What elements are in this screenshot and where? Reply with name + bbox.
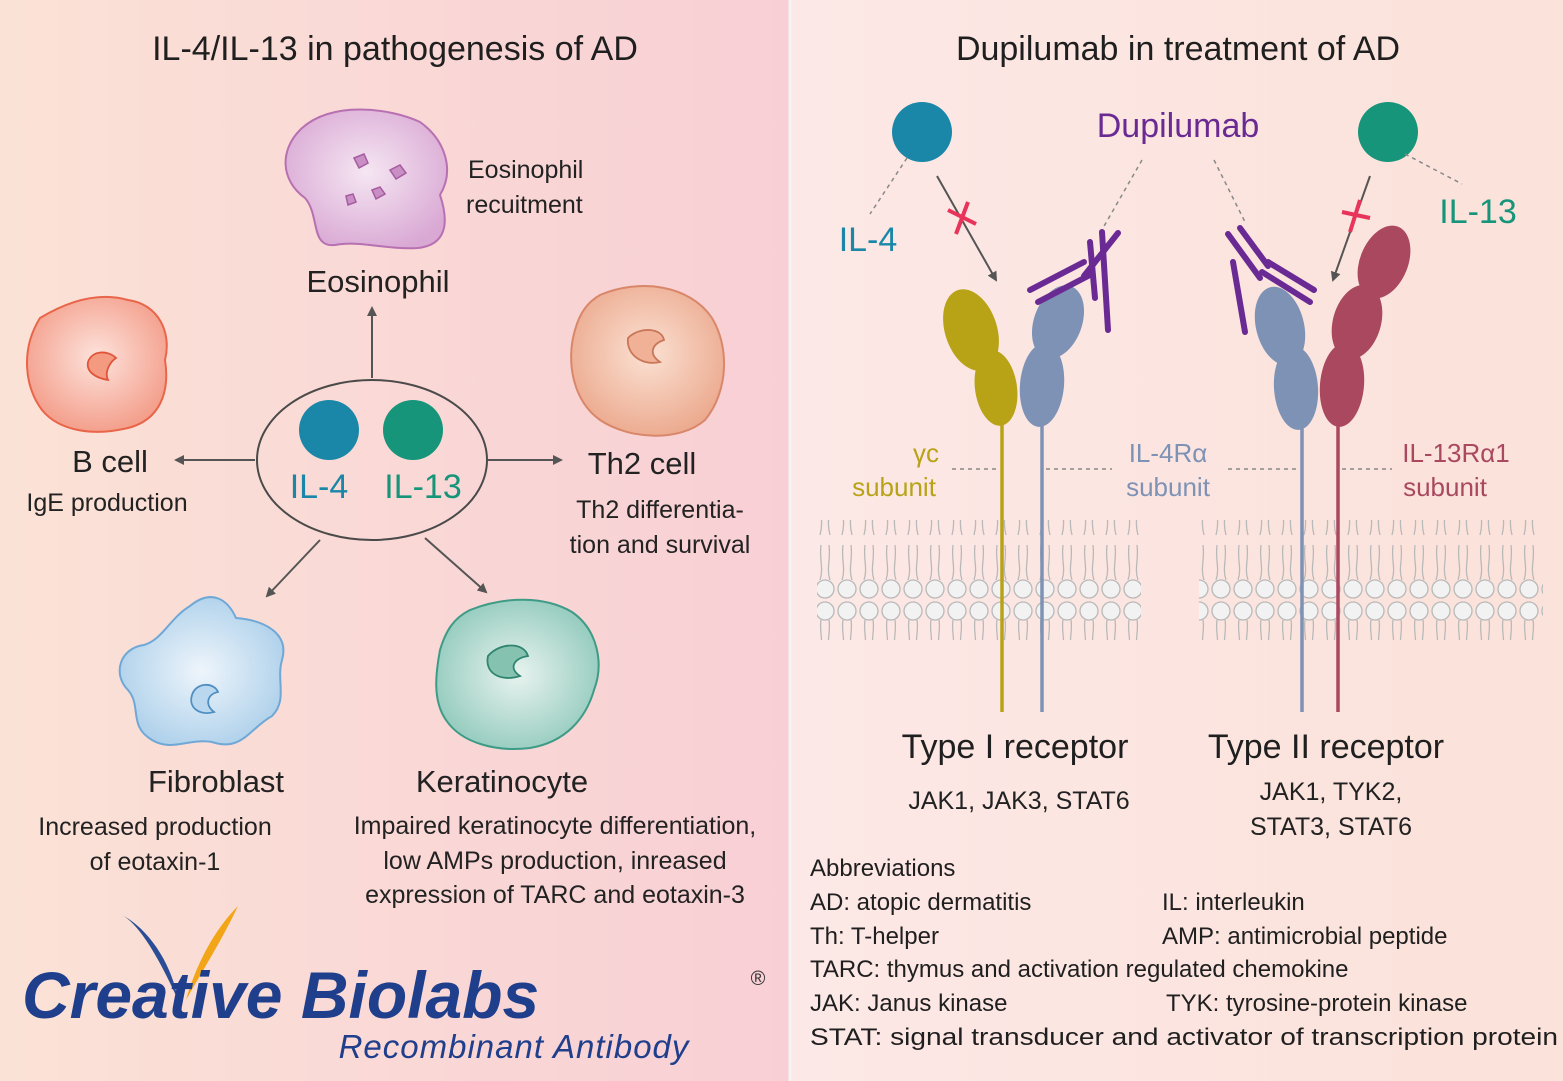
il4-leader-line (869, 157, 908, 215)
abbr-tyk: TYK: tyrosine-protein kinase (1166, 990, 1467, 1017)
il13-label: IL-13 (1439, 193, 1517, 231)
center-il13-label: IL-13 (384, 468, 462, 506)
th2-cell-label: Th2 cell (588, 446, 697, 481)
il13ra1-subunit (1319, 225, 1411, 712)
fibroblast-desc-line2: of eotaxin-1 (90, 848, 221, 876)
il13-leader-line (1404, 153, 1463, 185)
abbreviations-block: Abbreviations AD: atopic dermatitis IL: … (810, 855, 1558, 1051)
fibroblast-label: Fibroblast (148, 764, 284, 799)
abbr-il: IL: interleukin (1162, 889, 1305, 916)
logo-swoosh-orange (186, 906, 238, 1000)
logo-tagline: Recombinant Antibody (339, 1028, 691, 1065)
arrow-to-fibroblast (265, 539, 321, 598)
fibroblast-desc-line1: Increased production (38, 813, 271, 841)
th2-cell (570, 285, 726, 437)
keratinocyte-desc-line1: Impaired keratinocyte differentiation, (354, 812, 757, 840)
dupilumab-leader-left (1102, 159, 1143, 229)
il4ra-subunit-type1 (1019, 285, 1085, 712)
abbreviations-heading: Abbreviations (810, 855, 955, 882)
eosinophil-cell (284, 108, 449, 250)
il13-blocked-arrow (1330, 175, 1371, 282)
dupilumab-antibody-right (1225, 225, 1317, 335)
arrow-to-keratinocyte (424, 537, 488, 594)
cytokine-ellipse (256, 379, 488, 541)
dupilumab-leader-right (1213, 159, 1246, 223)
il13ra1-label-line1: IL-13Rα1 (1402, 438, 1510, 468)
b-cell (26, 295, 168, 433)
keratinocyte-desc-line3: expression of TARC and eotaxin-3 (365, 881, 745, 909)
gamma-c-label-line1: γc (913, 438, 939, 468)
b-cell-label: B cell (72, 444, 148, 479)
eosinophil-label: Eosinophil (306, 264, 449, 299)
type1-receptor-title: Type I receptor (902, 728, 1129, 766)
membrane-left (817, 520, 1141, 640)
abbr-th: Th: T-helper (810, 923, 939, 950)
center-il4-label: IL-4 (290, 468, 349, 506)
il13-molecule (383, 400, 443, 460)
keratinocyte-cell (435, 598, 600, 750)
abbr-tarc: TARC: thymus and activation regulated ch… (810, 956, 1349, 983)
dupilumab-antibody-left (1027, 229, 1121, 333)
type2-receptor-desc-line1: JAK1, TYK2, (1260, 778, 1403, 806)
il4-ligand (892, 102, 952, 162)
abbr-stat: STAT: signal transducer and activator of… (810, 1024, 1558, 1051)
logo-registered-mark: ® (751, 968, 766, 990)
gamma-c-label-line2: subunit (852, 472, 937, 502)
abbr-ad: AD: atopic dermatitis (810, 889, 1031, 916)
il13ra1-label-line2: subunit (1403, 472, 1488, 502)
abbr-jak: JAK: Janus kinase (810, 990, 1007, 1017)
fibroblast-cell (118, 596, 285, 746)
creative-biolabs-logo: Creative Biolabs ® Recombinant Antibody (22, 906, 766, 1065)
dupilumab-label: Dupilumab (1097, 107, 1260, 145)
keratinocyte-label: Keratinocyte (416, 764, 588, 799)
subunit-labels: γc subunit IL-4Rα subunit IL-13Rα1 subun… (852, 438, 1510, 502)
il4-label: IL-4 (839, 221, 898, 259)
abbr-amp: AMP: antimicrobial peptide (1162, 923, 1447, 950)
th2-desc-line1: Th2 differentia- (576, 496, 744, 524)
il4-blocked-arrow (936, 175, 997, 282)
right-title: Dupilumab in treatment of AD (956, 30, 1400, 68)
gamma-c-subunit (943, 289, 1018, 712)
logo-brand-text: Creative Biolabs (22, 958, 539, 1032)
th2-desc-line2: tion and survival (570, 531, 751, 559)
pathogenesis-arrows (174, 306, 563, 598)
membrane-right (1199, 520, 1543, 640)
type2-receptor-title: Type II receptor (1208, 728, 1444, 766)
type1-receptor-desc: JAK1, JAK3, STAT6 (908, 787, 1129, 815)
il4ra-label-line1: IL-4Rα (1129, 438, 1208, 468)
b-cell-desc: IgE production (26, 489, 187, 517)
keratinocyte-desc-line2: low AMPs production, inreased (383, 847, 726, 875)
eosinophil-desc-line1: Eosinophil (468, 156, 583, 184)
il4ra-subunit-type2 (1254, 286, 1319, 712)
eosinophil-desc-line2: recuitment (466, 191, 583, 219)
left-title: IL-4/IL-13 in pathogenesis of AD (152, 30, 638, 68)
il13-ligand (1358, 102, 1418, 162)
type2-receptor-desc-line2: STAT3, STAT6 (1250, 813, 1412, 841)
il4-molecule (299, 400, 359, 460)
il4ra-label-line2: subunit (1126, 472, 1211, 502)
